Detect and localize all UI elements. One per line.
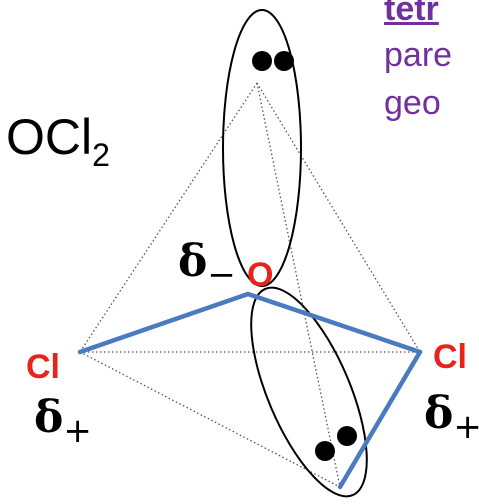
chlorine-right-atom-label: Cl xyxy=(433,338,467,376)
electron-dot-top-2 xyxy=(274,51,294,71)
electron-dots xyxy=(252,51,357,461)
formula-main: OCl xyxy=(6,109,93,165)
bond-cl-right-bottom xyxy=(337,349,423,490)
bond-o-cl-left xyxy=(77,291,251,355)
molecule-formula: OCl2 xyxy=(6,112,110,171)
bond-o-cl-right xyxy=(245,291,423,355)
formula-subscript: 2 xyxy=(92,137,110,173)
delta-symbol: δ xyxy=(178,236,208,287)
tetrahedral-guide-lines xyxy=(79,82,421,488)
guide-apex-bottom xyxy=(256,82,341,488)
bonds xyxy=(77,291,423,490)
guide-left-bottom xyxy=(79,351,341,488)
chlorine-right-partial-charge: δ+ xyxy=(424,392,479,447)
guide-apex-left xyxy=(79,82,258,353)
cut-off-text-line-2: geo xyxy=(384,84,441,122)
delta-symbol: δ xyxy=(34,392,64,443)
chlorine-left-atom-label: Cl xyxy=(26,348,60,386)
charge-sign: + xyxy=(453,407,479,447)
lone-pair-orbital-top xyxy=(222,9,302,287)
charge-sign: − xyxy=(207,255,236,295)
lone-pair-orbital-bottom xyxy=(250,286,368,498)
oxygen-atom-label: O xyxy=(247,256,274,294)
guide-apex-right xyxy=(256,82,421,353)
electron-dot-top-1 xyxy=(252,51,272,71)
oxygen-partial-charge: δ− xyxy=(178,240,236,295)
cut-off-heading: tetr xyxy=(384,0,439,28)
charge-sign: + xyxy=(63,411,92,451)
electron-dot-bottom-1 xyxy=(315,441,335,461)
chlorine-left-partial-charge: δ+ xyxy=(34,396,92,451)
electron-dot-bottom-2 xyxy=(337,426,357,446)
cut-off-text-line-1: pare xyxy=(384,36,453,74)
delta-symbol: δ xyxy=(424,388,454,439)
